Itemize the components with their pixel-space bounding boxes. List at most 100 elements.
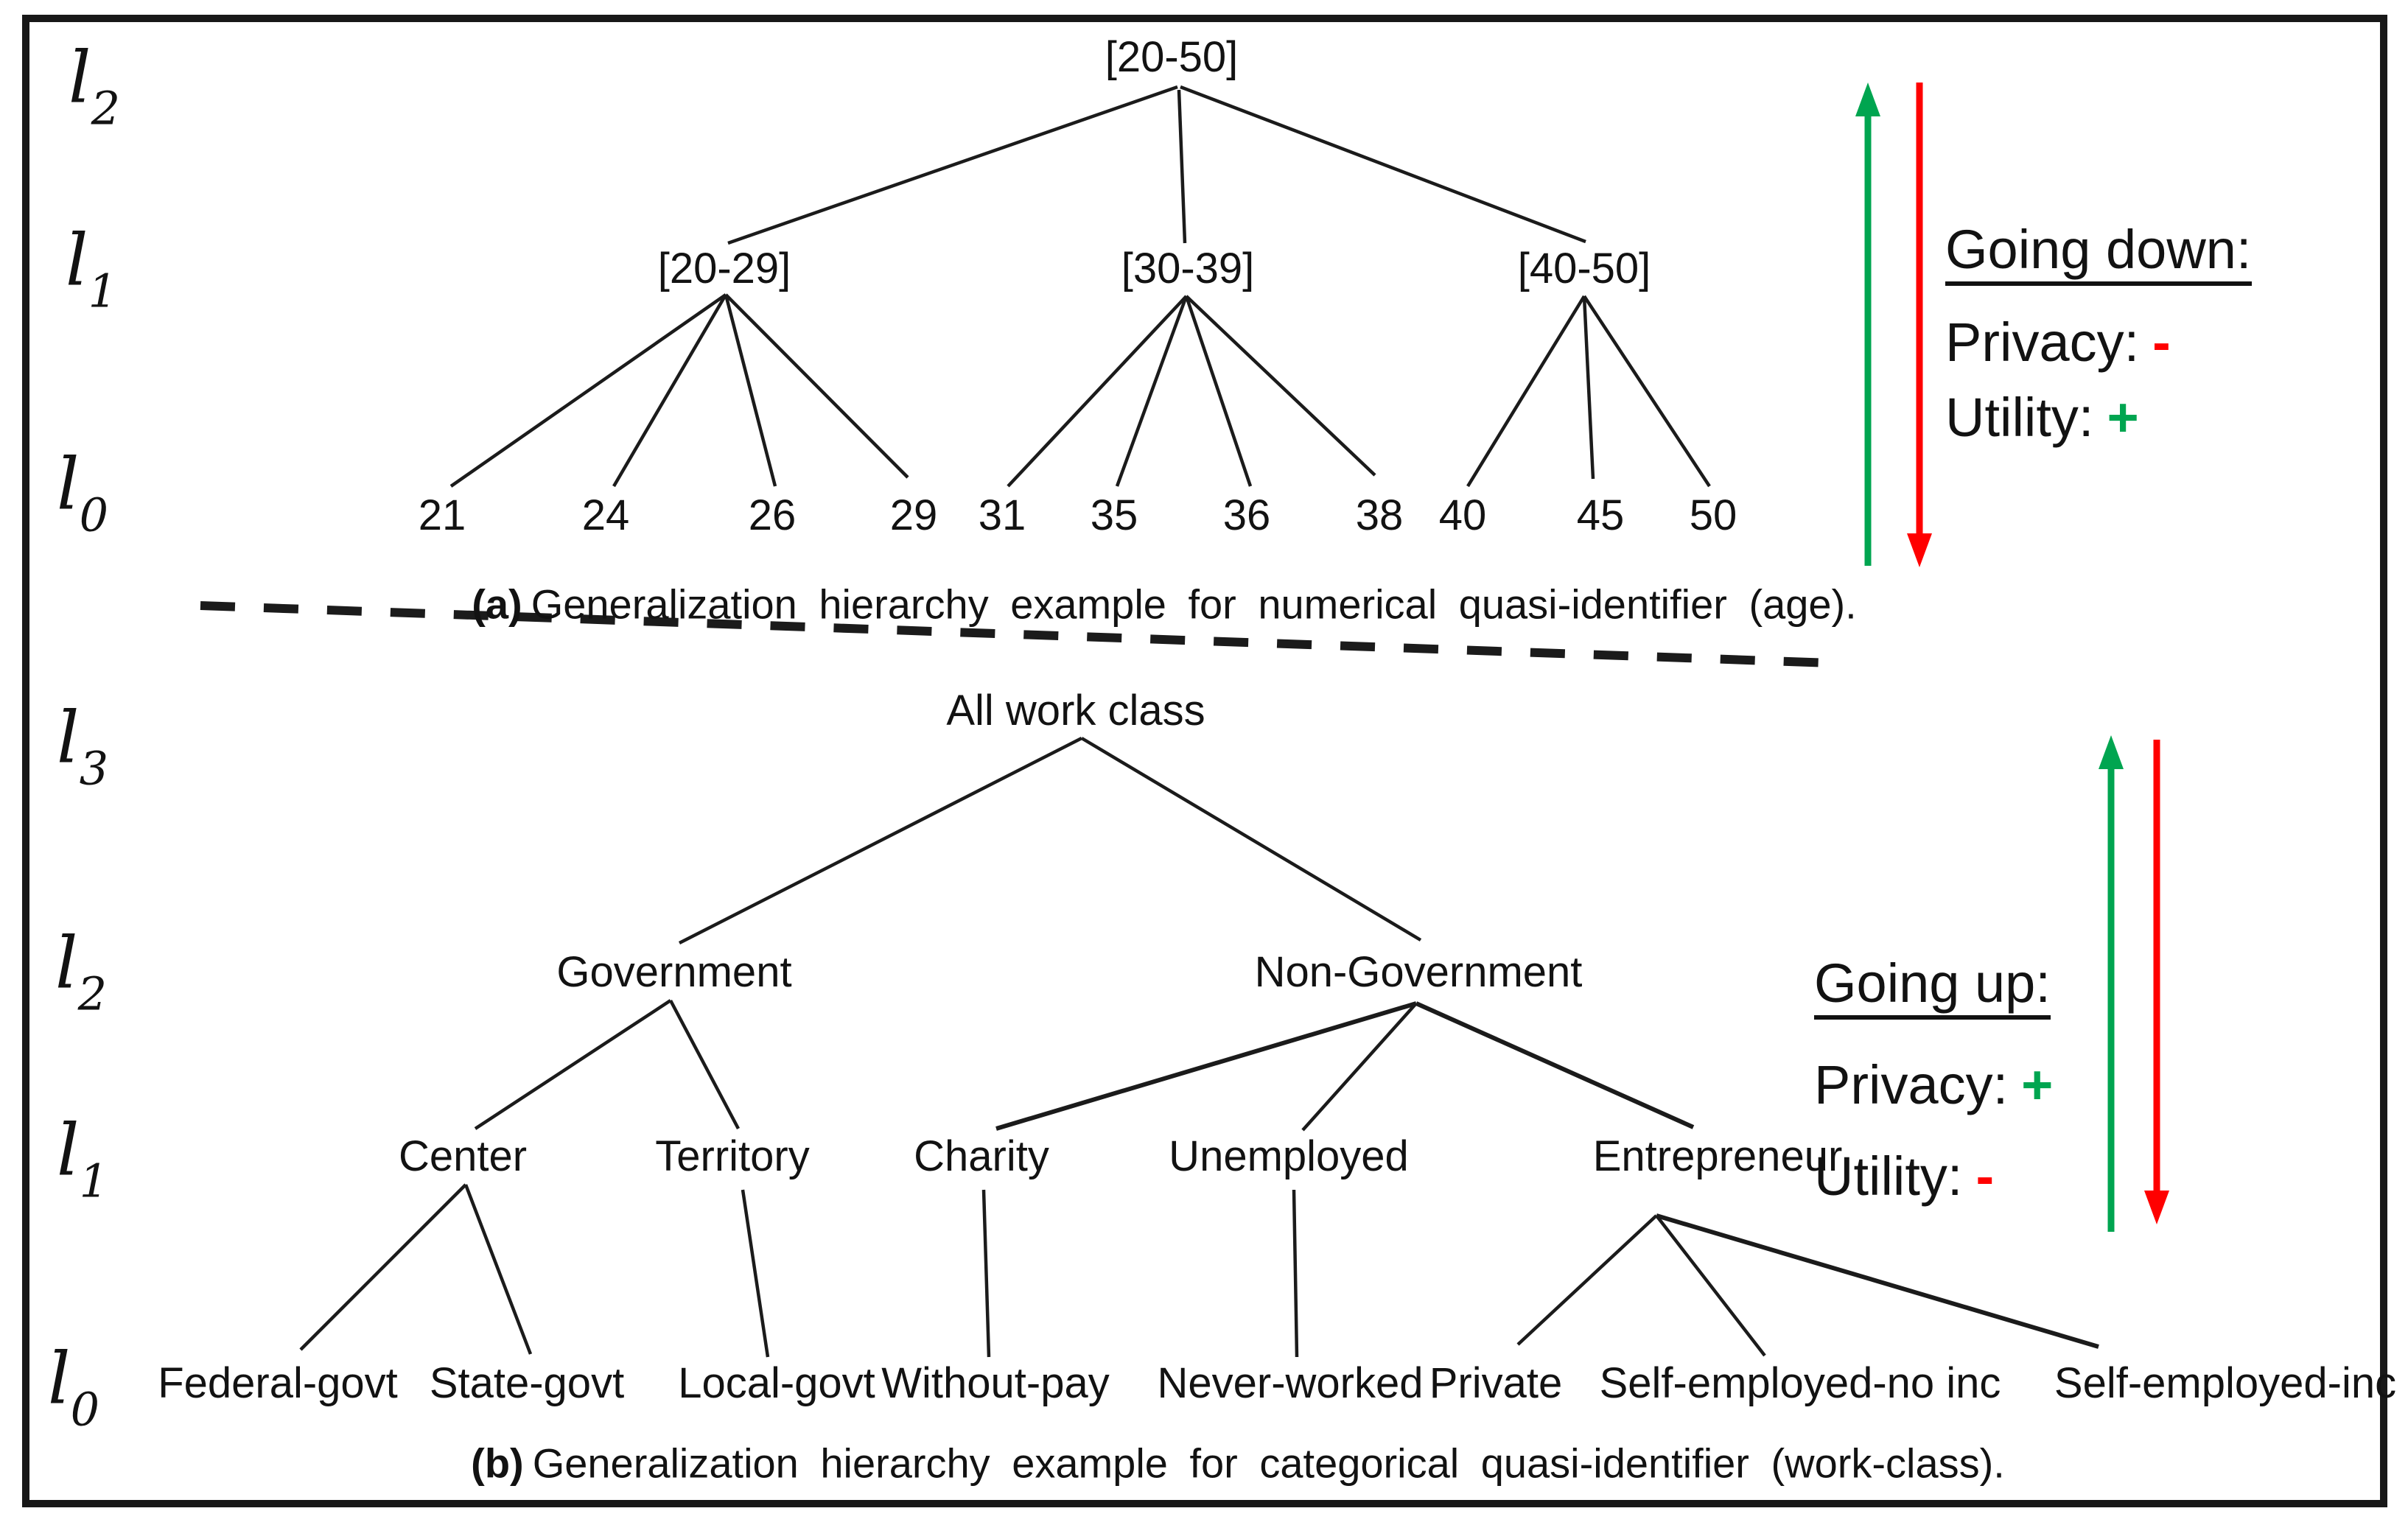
red-arrow-down-head: [1907, 533, 1932, 567]
tree-b-node-1: Government: [556, 948, 792, 996]
tree-a-edge: [1583, 295, 1711, 488]
tree-a-edge: [724, 294, 777, 487]
caption-a-tag: (a): [472, 581, 522, 628]
tree-a-node-11: 38: [1355, 491, 1404, 539]
going-down-privacy: Privacy:-: [1945, 314, 2171, 371]
level-label-l1: l1: [57, 1115, 108, 1205]
tree-a-node-7: 29: [889, 491, 938, 539]
caption-b-tag: (b): [471, 1440, 524, 1487]
caption-b-text: Generalization hierarchy example for cat…: [532, 1440, 2005, 1487]
tree-b-edge: [669, 999, 740, 1130]
utility-minus-sign: -: [1975, 1146, 1995, 1207]
tree-b-edge: [995, 1001, 1417, 1131]
tree-a-edge: [1466, 295, 1586, 488]
caption-b: (b)Generalization hierarchy example for …: [471, 1440, 2005, 1487]
utility-plus-sign: +: [2107, 387, 2139, 448]
tree-a-edge: [727, 85, 1178, 245]
level-label-base: l: [56, 443, 80, 526]
level-label-base: l: [56, 1109, 80, 1192]
level-label-base: l: [47, 1337, 71, 1420]
tree-a-node-14: 50: [1689, 491, 1737, 539]
tree-a-edge: [1582, 295, 1595, 480]
level-label-l0: l0: [57, 449, 108, 539]
tree-a-node-6: 26: [748, 491, 797, 539]
tree-a-node-4: 21: [418, 491, 466, 539]
tree-b-edge: [1080, 737, 1422, 942]
tree-b-edge: [463, 1184, 533, 1355]
tree-b-node-13: Private: [1429, 1359, 1563, 1407]
divider-dashed-line: [200, 601, 1833, 667]
tree-a-node-0: [20-50]: [1105, 33, 1239, 81]
tree-a-node-9: 35: [1090, 491, 1138, 539]
tree-b-node-4: Territory: [655, 1132, 810, 1180]
caption-a-text: Generalization hierarchy example for num…: [531, 581, 1857, 628]
green-arrow-up-head: [2099, 735, 2124, 769]
level-label-base: l: [68, 36, 91, 119]
tree-b-node-3: Center: [398, 1132, 528, 1180]
tree-b-node-12: Never-worked: [1157, 1359, 1424, 1407]
level-label-base: l: [55, 922, 78, 1005]
tree-a-node-5: 24: [581, 491, 630, 539]
tree-b-edge: [1655, 1214, 1766, 1357]
tree-b-edge: [474, 999, 672, 1130]
level-label-l0: l0: [48, 1344, 99, 1433]
caption-a: (a)Generalization hierarchy example for …: [472, 581, 1856, 628]
going-up-privacy-label: Privacy:: [1814, 1054, 2009, 1115]
tree-b-node-10: Local-govt: [678, 1359, 875, 1407]
privacy-plus-sign: +: [2021, 1054, 2054, 1115]
tree-a-edge: [612, 293, 727, 488]
tree-a-edge: [1185, 295, 1376, 477]
tree-b-node-7: Entrepreneur: [1592, 1132, 1843, 1180]
tree-a-node-13: 45: [1576, 491, 1625, 539]
tree-a-node-12: 40: [1438, 491, 1487, 539]
level-label-l2: l2: [69, 43, 120, 132]
level-label-subscript: 2: [91, 81, 121, 136]
tree-a-node-3: [40-50]: [1517, 245, 1651, 292]
tree-b-node-11: Without-pay: [881, 1359, 1110, 1407]
level-label-subscript: 1: [79, 1154, 109, 1208]
tree-a-edge: [724, 293, 909, 479]
tree-b-node-5: Charity: [914, 1132, 1049, 1180]
going-down-utility: Utility:+: [1945, 389, 2139, 446]
level-label-base: l: [65, 219, 88, 302]
tree-a-edge: [1007, 295, 1188, 488]
tree-b-node-6: Unemployed: [1169, 1132, 1409, 1180]
level-label-subscript: 1: [88, 264, 118, 318]
level-label-subscript: 0: [70, 1382, 100, 1437]
privacy-minus-sign: -: [2152, 312, 2171, 373]
tree-b-node-9: State-govt: [429, 1359, 625, 1407]
tree-a-edge: [1180, 85, 1586, 244]
level-label-subscript: 0: [79, 488, 109, 542]
tree-b-edge: [1292, 1189, 1299, 1358]
tree-a-node-10: 36: [1222, 491, 1271, 539]
level-label-subscript: 2: [77, 967, 108, 1021]
tree-b-edge: [678, 736, 1083, 945]
tree-a-node-1: [20-29]: [657, 245, 791, 292]
tree-b-edge: [1516, 1214, 1658, 1346]
tree-b-edge: [741, 1189, 770, 1358]
green-arrow-up-head: [1855, 83, 1880, 116]
going-up-title: Going up:: [1814, 955, 2051, 1020]
figure-border: [22, 15, 2387, 1507]
tree-a-edge: [449, 293, 727, 488]
tree-a-node-8: 31: [978, 491, 1026, 539]
red-arrow-down-head: [2144, 1191, 2169, 1224]
tree-b-edge: [1656, 1213, 2099, 1349]
tree-b-edge: [1415, 1001, 1695, 1129]
tree-b-node-2: Non-Government: [1254, 948, 1583, 996]
level-label-l2: l2: [55, 928, 107, 1017]
level-label-l1: l1: [66, 225, 117, 315]
tree-b-node-15: Self-employed-inc: [2054, 1359, 2397, 1407]
going-up-privacy: Privacy:+: [1814, 1056, 2053, 1114]
tree-a-node-2: [30-39]: [1121, 245, 1255, 292]
level-label-base: l: [56, 696, 80, 779]
level-label-l3: l3: [57, 703, 108, 792]
going-up-utility-label: Utility:: [1814, 1146, 1963, 1207]
tree-b-edge: [1301, 1002, 1418, 1132]
going-down-privacy-label: Privacy:: [1945, 312, 2140, 373]
level-label-subscript: 3: [79, 741, 109, 796]
tree-b-node-14: Self-employed-no inc: [1599, 1359, 2001, 1407]
tree-b-edge: [299, 1183, 467, 1351]
